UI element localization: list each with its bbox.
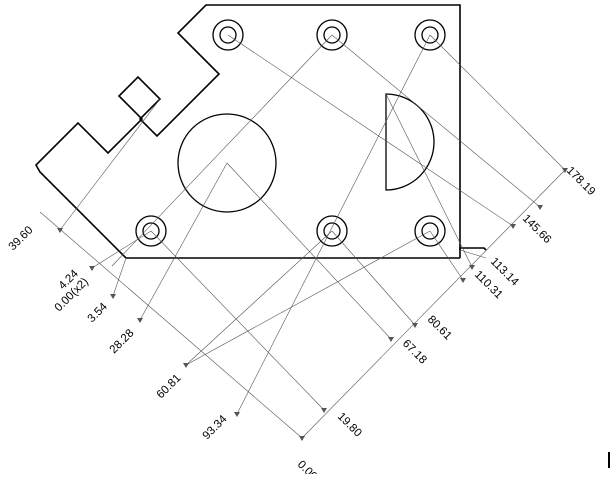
dim-label-right-0: 19.80 — [335, 411, 364, 440]
hole-bottom-middle — [316, 215, 348, 247]
dim-label-left-3: 28.28 — [108, 327, 137, 356]
dim-label-left-4: 3.54 — [86, 300, 111, 325]
plate-outline — [35, 4, 461, 259]
holes — [135, 19, 446, 247]
dim-label-right-2: 80.61 — [425, 314, 454, 343]
dim-label-right-6: 178.19 — [564, 165, 597, 198]
large-center-hole — [177, 113, 277, 213]
dim-label-left-0: 0.00 — [295, 459, 319, 474]
hole-bottom-left — [135, 215, 167, 247]
lower-step — [459, 247, 487, 251]
part-outline — [35, 4, 487, 259]
hole-top-left — [212, 19, 244, 51]
dimension-lines — [39, 34, 566, 439]
hole-top-middle — [316, 19, 348, 51]
hole-top-right — [414, 19, 446, 51]
right-dimension-labels: 19.80 67.18 80.61 110.31 113.14 145.66 1… — [335, 165, 597, 440]
dim-label-left-1: 93.34 — [201, 413, 230, 442]
hole-bottom-right — [414, 215, 446, 247]
dim-label-left-2: 60.81 — [155, 372, 184, 401]
dimension-arrows — [57, 168, 568, 441]
dim-label-right-1: 67.18 — [400, 338, 429, 367]
left-dimension-labels: 0.00 93.34 60.81 28.28 3.54 0.00(x2) 4.2… — [7, 224, 320, 479]
edge-marker — [608, 452, 610, 468]
half-circle-cutout — [385, 93, 435, 191]
dim-label-left-7: 39.60 — [7, 224, 36, 253]
dim-label-right-5: 145.66 — [520, 213, 553, 246]
